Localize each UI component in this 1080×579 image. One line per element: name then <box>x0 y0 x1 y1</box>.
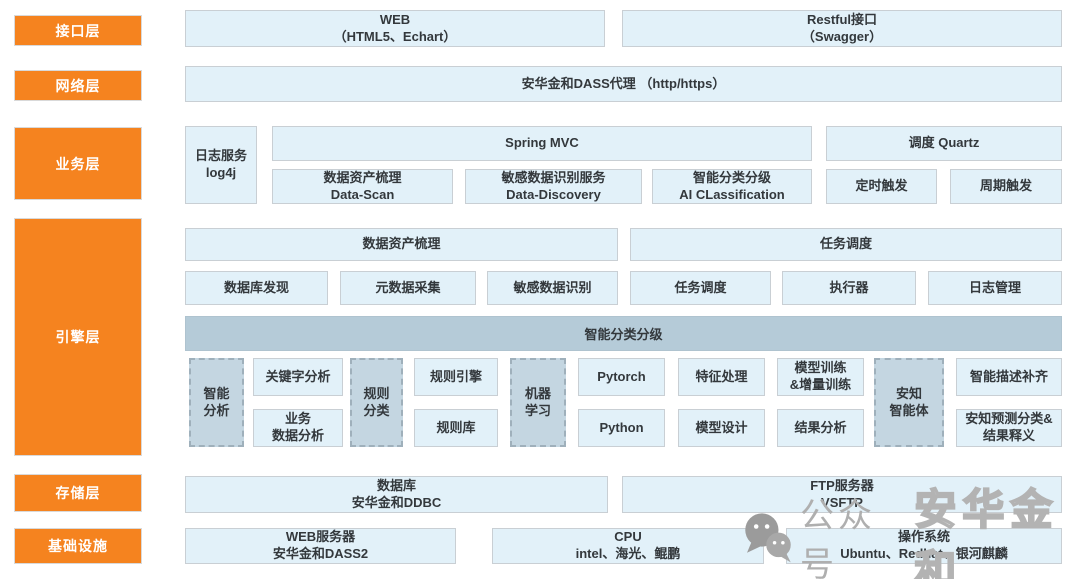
box-python: Python <box>578 409 665 447</box>
box-ftp-server-line2: VSFTP <box>821 494 863 510</box>
box-ai-classification: 智能分类分级 AI CLassification <box>652 169 812 204</box>
box-sensitive-identify: 敏感数据识别 <box>487 271 618 305</box>
box-restful-line2: （Swagger） <box>801 28 883 44</box>
box-timed-trigger: 定时触发 <box>826 169 937 204</box>
header-data-asset: 数据资产梳理 <box>185 228 618 261</box>
box-model-design: 模型设计 <box>678 409 765 447</box>
box-task-schedule: 任务调度 <box>630 271 771 305</box>
box-log-service-line1: 日志服务 <box>194 148 247 164</box>
box-database-line1: 数据库 <box>376 477 416 493</box>
box-cpu-line2: intel、海光、鲲鹏 <box>575 546 681 561</box>
box-predict-explain-line2: 结果释义 <box>982 428 1035 443</box>
box-quartz: 调度 Quartz <box>826 126 1062 161</box>
box-database-line2: 安华金和DDBC <box>351 494 442 510</box>
box-ftp-server: FTP服务器 VSFTP <box>622 476 1062 513</box>
box-spring-mvc: Spring MVC <box>272 126 812 161</box>
box-biz-data-analysis-line2: 数据分析 <box>271 428 324 443</box>
box-ai-classification-line1: 智能分类分级 <box>692 169 771 185</box>
box-data-discovery-line1: 敏感数据识别服务 <box>501 169 606 185</box>
box-restful-line1: Restful接口 <box>806 11 878 27</box>
box-data-discovery: 敏感数据识别服务 Data-Discovery <box>465 169 642 204</box>
box-rule-classify-line1: 规则 <box>363 385 390 401</box>
box-log-service: 日志服务 log4j <box>185 126 257 204</box>
header-task-schedule: 任务调度 <box>630 228 1062 261</box>
box-pytorch: Pytorch <box>578 358 665 396</box>
box-ai-classification-line2: AI CLassification <box>679 186 785 202</box>
layer-label-storage: 存储层 <box>14 474 142 512</box>
layer-label-network: 网络层 <box>14 70 142 101</box>
box-web: WEB （HTML5、Echart） <box>185 10 605 47</box>
box-data-scan: 数据资产梳理 Data-Scan <box>272 169 453 204</box>
box-ai-analysis-line2: 分析 <box>203 402 230 418</box>
box-machine-learning-line1: 机器 <box>524 385 551 401</box>
box-data-scan-line2: Data-Scan <box>330 186 395 202</box>
box-db-discovery: 数据库发现 <box>185 271 328 305</box>
box-model-train-line1: 模型训练 <box>794 360 847 376</box>
box-machine-learning: 机器 学习 <box>510 358 566 447</box>
box-web-server-line1: WEB服务器 <box>285 529 356 545</box>
box-data-scan-line1: 数据资产梳理 <box>323 169 402 185</box>
layer-label-infra: 基础设施 <box>14 528 142 564</box>
box-feature-process: 特征处理 <box>678 358 765 396</box>
box-cpu: CPU intel、海光、鲲鹏 <box>492 528 764 564</box>
layer-label-business: 业务层 <box>14 127 142 200</box>
box-rule-classify-line2: 分类 <box>363 402 390 418</box>
box-cycle-trigger: 周期触发 <box>950 169 1062 204</box>
box-web-server-line2: 安华金和DASS2 <box>272 546 369 561</box>
box-rule-engine: 规则引擎 <box>414 358 498 396</box>
box-model-train-line2: &增量训练 <box>789 377 852 392</box>
box-web-line2: （HTML5、Echart） <box>333 28 457 44</box>
box-model-train: 模型训练 &增量训练 <box>777 358 864 396</box>
box-dass-proxy: 安华金和DASS代理 （http/https） <box>185 66 1062 102</box>
box-executor: 执行器 <box>782 271 916 305</box>
box-web-server: WEB服务器 安华金和DASS2 <box>185 528 456 564</box>
box-desc-complete: 智能描述补齐 <box>956 358 1062 396</box>
box-database: 数据库 安华金和DDBC <box>185 476 608 513</box>
box-ai-analysis: 智能 分析 <box>189 358 244 447</box>
box-web-line1: WEB <box>379 11 411 27</box>
box-rule-classify: 规则 分类 <box>350 358 403 447</box>
box-data-discovery-line2: Data-Discovery <box>506 186 601 202</box>
box-biz-data-analysis: 业务 数据分析 <box>253 409 343 447</box>
box-result-analysis: 结果分析 <box>777 409 864 447</box>
box-biz-data-analysis-line1: 业务 <box>284 411 311 427</box>
box-predict-explain-line1: 安知预测分类& <box>965 411 1053 427</box>
layer-label-interface: 接口层 <box>14 15 142 46</box>
box-os-line2: Ubuntu、Redhat、银河麒麟 <box>840 546 1008 561</box>
box-ftp-server-line1: FTP服务器 <box>810 477 874 493</box>
box-rule-lib: 规则库 <box>414 409 498 447</box>
layer-label-engine: 引擎层 <box>14 218 142 456</box>
box-anzhi-agent: 安知 智能体 <box>874 358 944 447</box>
box-restful: Restful接口 （Swagger） <box>622 10 1062 47</box>
box-machine-learning-line2: 学习 <box>524 402 551 418</box>
band-ai-classification: 智能分类分级 <box>185 316 1062 351</box>
box-ai-analysis-line1: 智能 <box>203 385 230 401</box>
box-cpu-line1: CPU <box>614 529 642 545</box>
box-os-line1: 操作系统 <box>897 529 950 545</box>
box-anzhi-agent-line1: 安知 <box>895 385 922 401</box>
box-log-management: 日志管理 <box>928 271 1062 305</box>
box-metadata-collect: 元数据采集 <box>340 271 476 305</box>
box-predict-explain: 安知预测分类& 结果释义 <box>956 409 1062 447</box>
box-keyword-analysis: 关键字分析 <box>253 358 343 396</box>
box-os: 操作系统 Ubuntu、Redhat、银河麒麟 <box>786 528 1062 564</box>
box-log-service-line2: log4j <box>205 165 237 180</box>
box-anzhi-agent-line2: 智能体 <box>889 402 929 418</box>
